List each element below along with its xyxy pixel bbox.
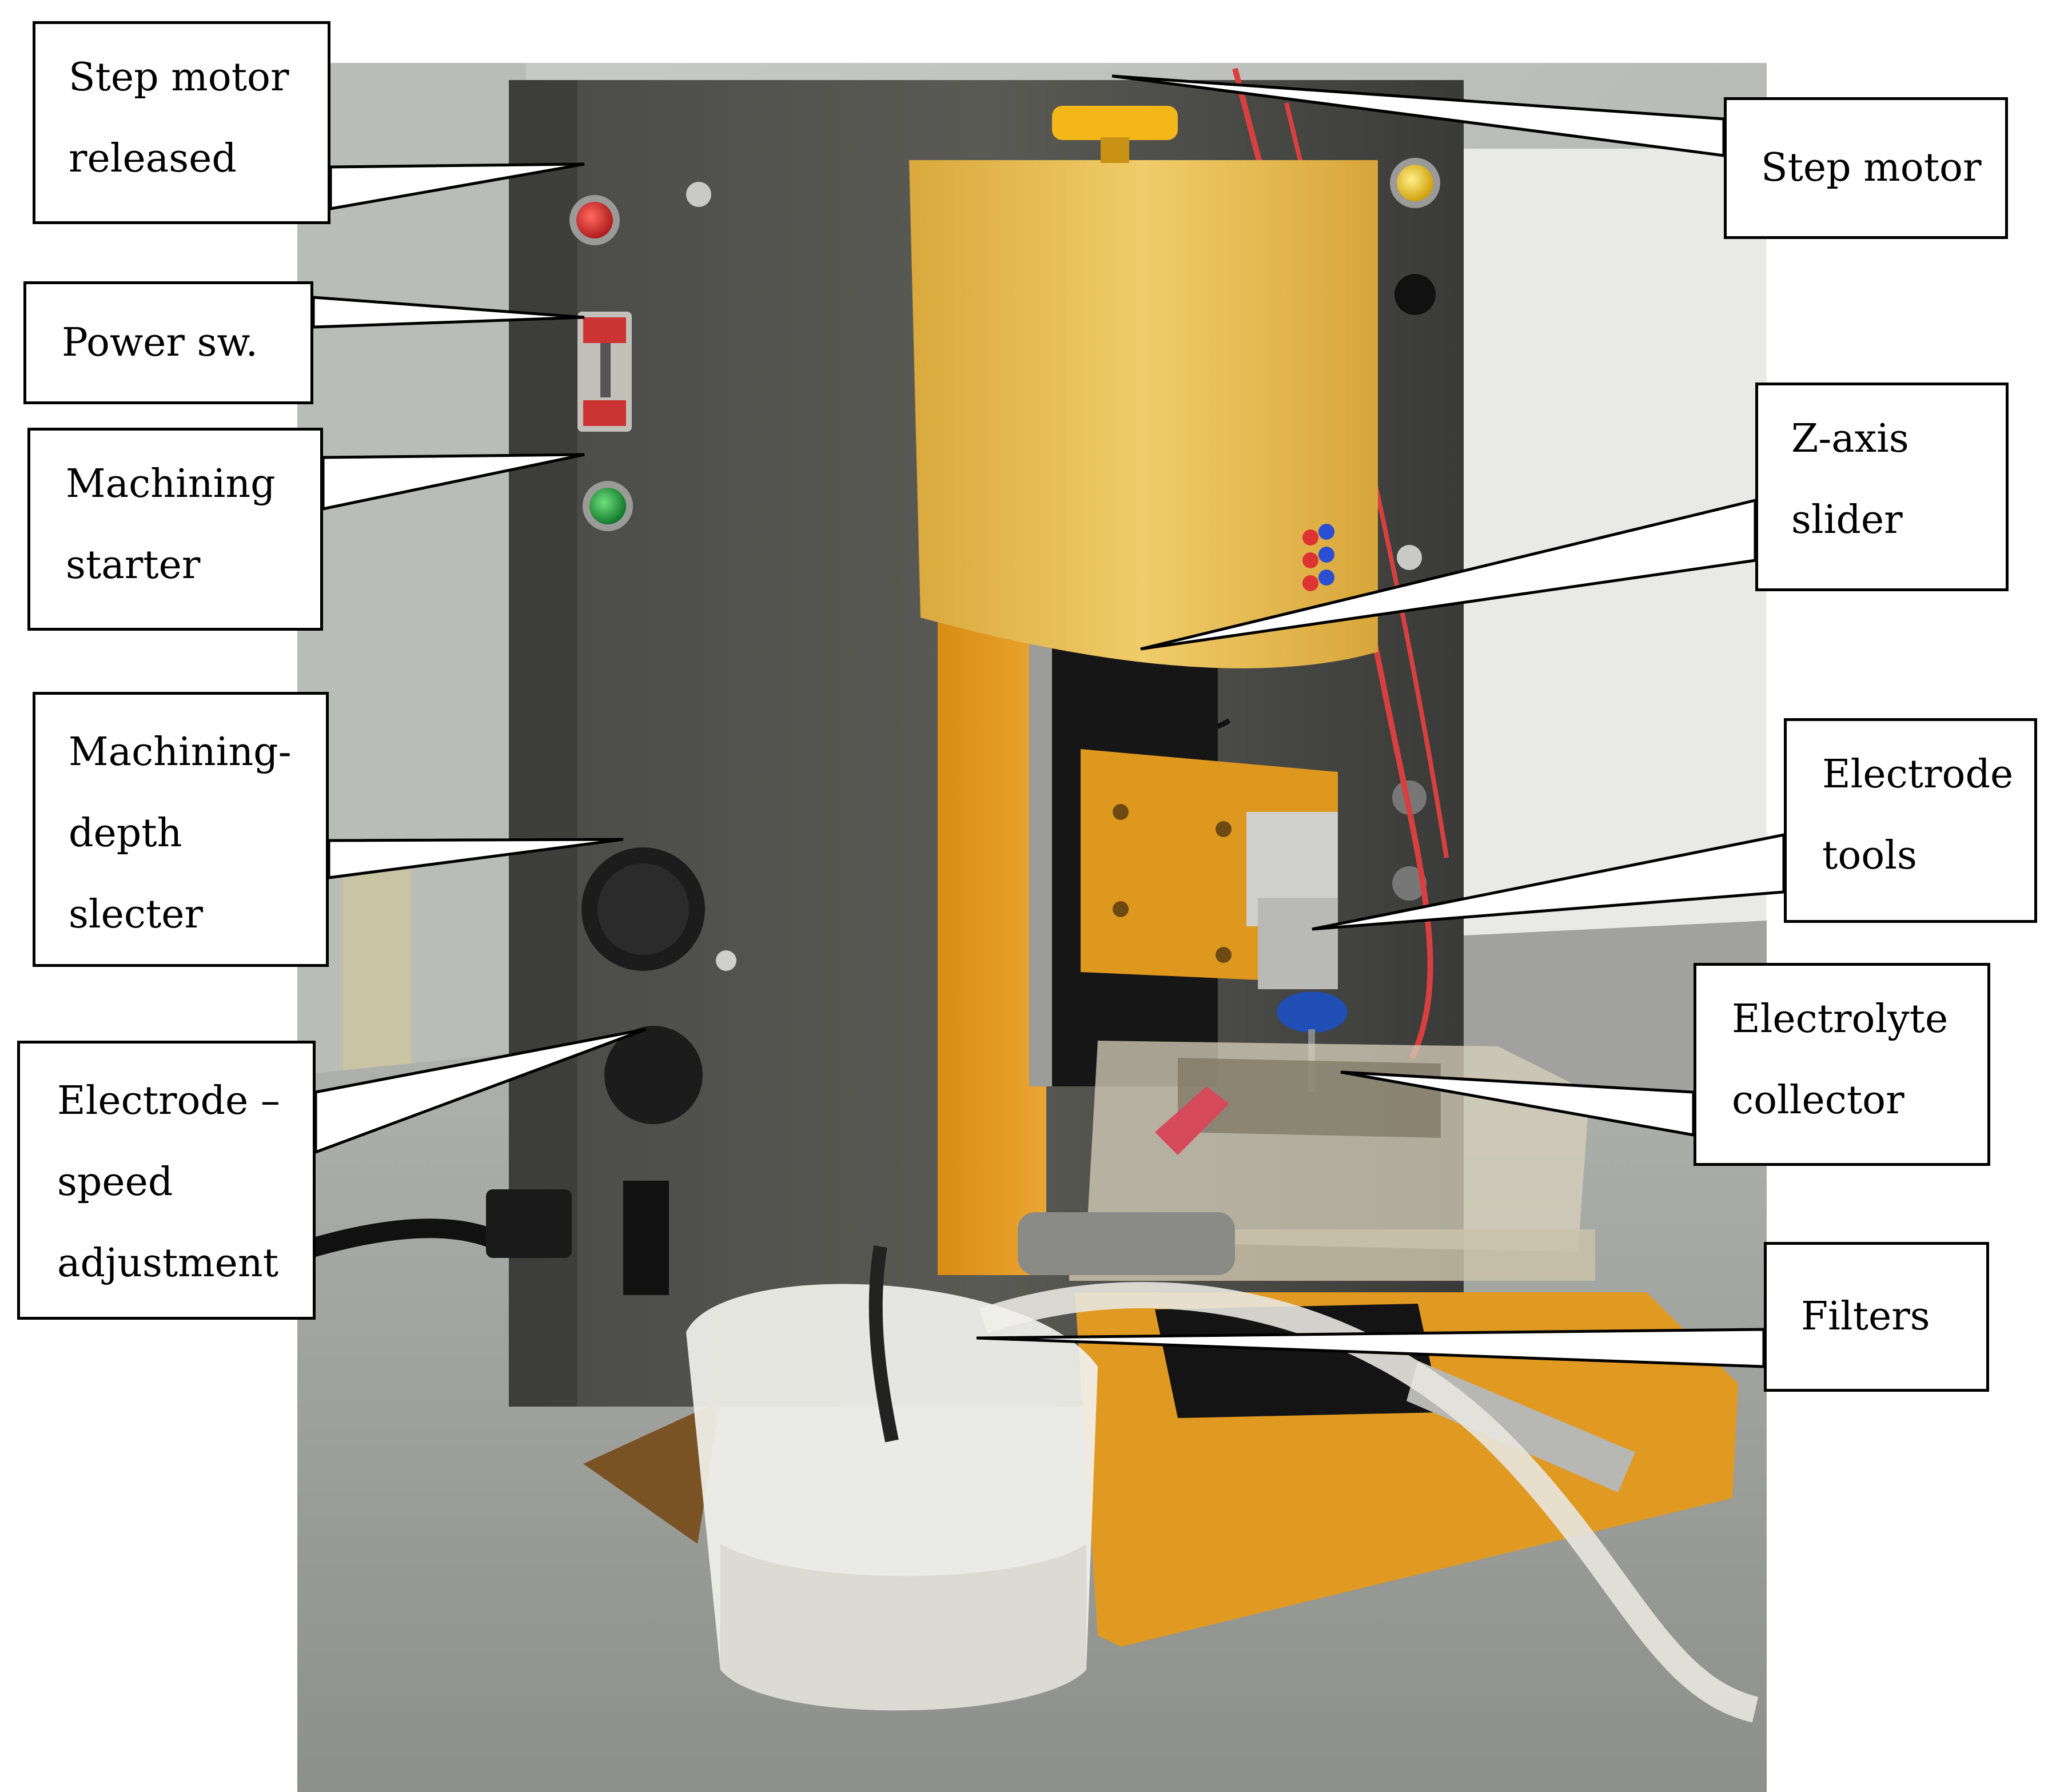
label-step-motor: Step motor	[1724, 97, 2008, 239]
leader-electrode-speed	[314, 1028, 647, 1154]
label-filters: Filters	[1764, 1242, 1989, 1392]
valve	[1018, 1212, 1235, 1275]
rocker-switch	[623, 1181, 669, 1295]
orange-column	[938, 606, 1046, 1275]
leader-machining-depth	[327, 838, 624, 879]
green-button	[589, 488, 626, 524]
red-button	[576, 202, 613, 238]
leader-machining-starter	[321, 453, 585, 511]
label-power-switch: Power sw.	[23, 281, 313, 404]
label-machining-depth-selecter: Machining- depth slecter	[33, 692, 329, 967]
leader-power-switch	[312, 296, 585, 329]
label-electrode-speed-adjustment: Electrode – speed adjustment	[17, 1041, 316, 1320]
leader-step-motor-released	[329, 162, 585, 210]
label-electrode-tools: Electrode tools	[1784, 718, 2037, 923]
yellow-button	[1397, 165, 1433, 201]
motor-cap	[1052, 106, 1178, 140]
label-z-axis-slider: Z-axis slider	[1755, 383, 2009, 591]
label-step-motor-released: Step motor released	[33, 21, 330, 224]
speed-knob	[604, 1026, 703, 1124]
label-machining-starter: Machining starter	[27, 428, 323, 631]
step-motor-cover	[909, 160, 1378, 668]
label-electrolyte-collector: Electrolyte collector	[1694, 963, 1990, 1166]
blue-tool-holder	[1277, 991, 1348, 1033]
tubing	[979, 1282, 1759, 1723]
